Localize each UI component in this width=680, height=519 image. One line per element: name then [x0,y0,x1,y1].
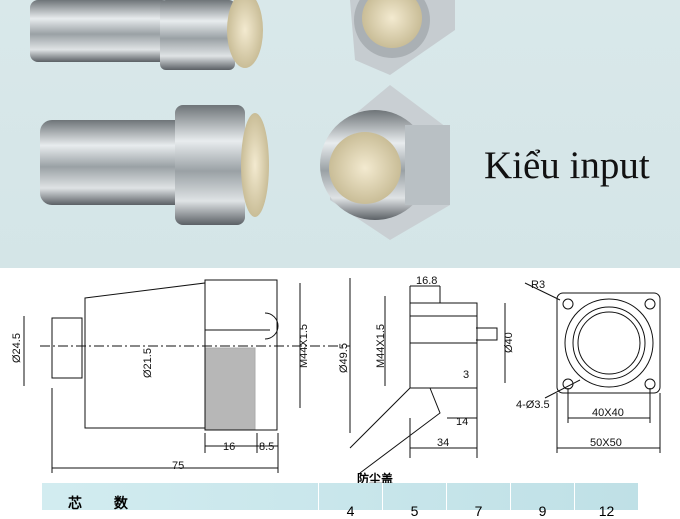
dim-8-5: 8.5 [259,441,274,453]
dim-34: 34 [437,437,449,449]
product-photo-area: Kiểu input [0,0,680,268]
front-drawing: R3 4-Ø3.5 40X40 50X50 [516,279,661,453]
table-cell: 7 [446,483,510,519]
table-cell: 4 [318,483,382,519]
dim-d40: Ø40 [503,332,515,353]
dim-75: 75 [172,460,184,472]
receptacle-photo-bottom [320,85,450,240]
pin-count-table: 芯 数 4 5 7 9 12 [42,483,638,519]
dim-d24-5: Ø24.5 [11,333,23,363]
dim-40x40: 40X40 [592,407,624,419]
dim-r3: R3 [531,279,545,291]
table-cell: 9 [510,483,574,519]
technical-drawing: Ø24.5 Ø21.5 M44X1.5 Ø49.5 16 8.5 75 16.8… [0,268,680,483]
dim-16: 16 [223,441,235,453]
dim-holes: 4-Ø3.5 [516,399,550,411]
dim-3: 3 [463,369,469,381]
table-header-pin-count: 芯 数 [68,495,142,511]
caption-input-type: Kiểu input [484,144,650,187]
connector-photos [30,0,455,240]
table-cell: 12 [574,483,638,519]
dim-14: 14 [456,416,468,428]
plug-photo-top [30,0,263,70]
plug-drawing: Ø24.5 Ø21.5 M44X1.5 Ø49.5 16 8.5 75 [11,278,351,473]
dim-d49-5: Ø49.5 [338,343,350,373]
dim-16-8: 16.8 [416,275,437,287]
dim-thread: M44X1.5 [298,324,310,368]
side-drawing: 16.8 M44X1.5 Ø40 3 14 34 [349,275,515,474]
dim-side-thread: M44X1.5 [375,324,387,368]
receptacle-photo-top [350,0,455,75]
plug-photo-bottom [40,105,269,225]
table-cell: 5 [382,483,446,519]
dim-d21-5: Ø21.5 [142,348,154,378]
dim-50x50: 50X50 [590,437,622,449]
dust-cap-label: 防尘盖 [357,472,394,486]
